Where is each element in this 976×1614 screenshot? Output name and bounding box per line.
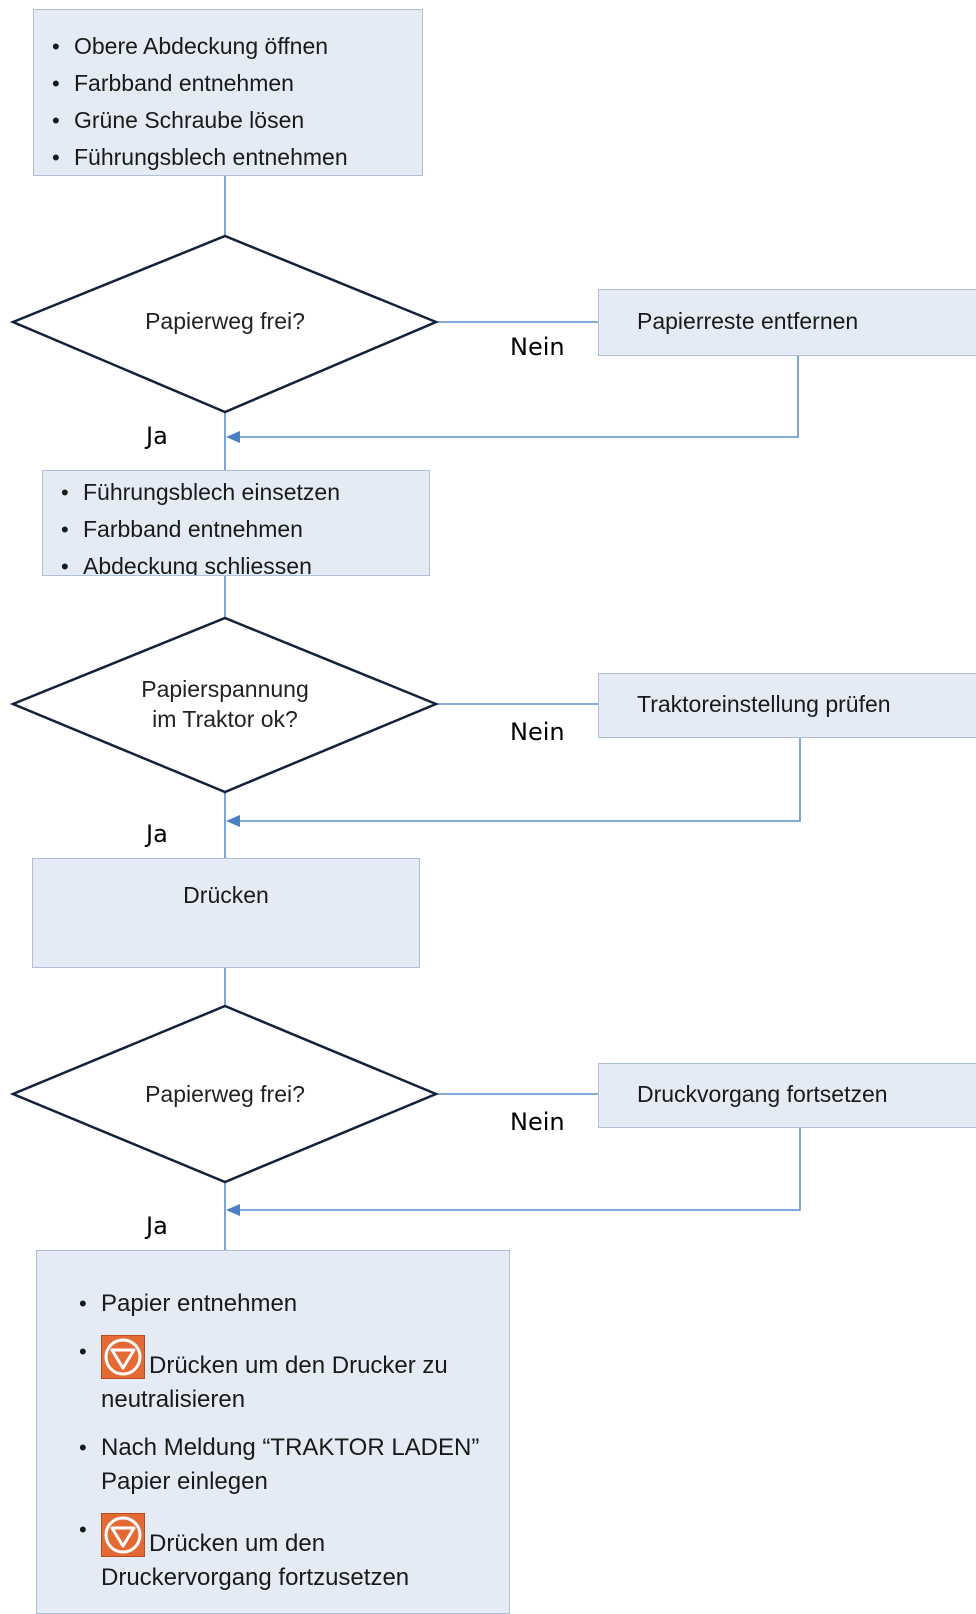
decision-line: im Traktor ok? (152, 706, 298, 732)
final-item-text: Nach Meldung “TRAKTOR LADEN” Papier einl… (101, 1434, 480, 1495)
yes-label: Ja (146, 422, 168, 450)
action-label: Traktoreinstellung prüfen (637, 691, 891, 717)
list-item: Farbband entnehmen (48, 65, 422, 102)
list-item: Führungsblech einsetzen (57, 474, 429, 511)
list-item: Papier entnehmen (75, 1287, 495, 1321)
decision-diamond-2 (9, 616, 440, 794)
yes-label: Ja (146, 820, 168, 848)
action-box-fortsetzen: Druckvorgang fortsetzen (598, 1063, 976, 1128)
list-item: Führungsblech entnehmen (48, 139, 422, 176)
list-item: Obere Abdeckung öffnen (48, 28, 422, 65)
action-box-traktor: Traktoreinstellung prüfen (598, 673, 976, 738)
final-item-text: Drücken um den Druckervorgang fortzusetz… (101, 1530, 410, 1591)
decision-text-2: Papierspannung im Traktor ok? (80, 674, 370, 734)
list-item: Abdeckung schliessen (57, 548, 429, 575)
yes-label: Ja (146, 1212, 168, 1240)
step-box-open: Obere Abdeckung öffnen Farbband entnehme… (33, 9, 423, 176)
step-box-press: Drücken (32, 858, 420, 968)
press-label: Drücken (183, 882, 269, 908)
action-label: Druckvorgang fortsetzen (637, 1081, 888, 1107)
list-item: Drücken um den Druckervorgang fortzusetz… (75, 1513, 495, 1595)
return-arrow (226, 1128, 801, 1216)
step-box-final: Papier entnehmen Drücken um den Drucker … (36, 1250, 510, 1614)
step-box-reinsert: Führungsblech einsetzen Farbband entnehm… (42, 470, 430, 576)
decision-diamond-3 (9, 1004, 440, 1184)
decision-text-1: Papierweg frei? (145, 308, 305, 334)
stop-triangle-icon (101, 1513, 145, 1557)
decision-diamond-1 (9, 234, 440, 414)
no-label: Nein (510, 333, 565, 361)
action-label: Papierreste entfernen (637, 308, 859, 334)
return-arrow (226, 356, 799, 443)
list-item: Grüne Schraube lösen (48, 102, 422, 139)
final-item-text: Drücken um den Drucker zu neutralisieren (101, 1352, 448, 1413)
decision-line: Papierspannung (141, 676, 309, 702)
action-box-papierreste: Papierreste entfernen (598, 289, 976, 356)
list-item: Farbband entnehmen (57, 511, 429, 548)
list-item: Drücken um den Drucker zu neutralisieren (75, 1335, 495, 1417)
return-arrow (226, 738, 801, 827)
list-item: Nach Meldung “TRAKTOR LADEN” Papier einl… (75, 1431, 495, 1499)
no-label: Nein (510, 718, 565, 746)
final-item-text: Papier entnehmen (101, 1290, 298, 1317)
decision-text-3: Papierweg frei? (145, 1081, 305, 1107)
no-label: Nein (510, 1108, 565, 1136)
stop-triangle-icon (101, 1335, 145, 1379)
